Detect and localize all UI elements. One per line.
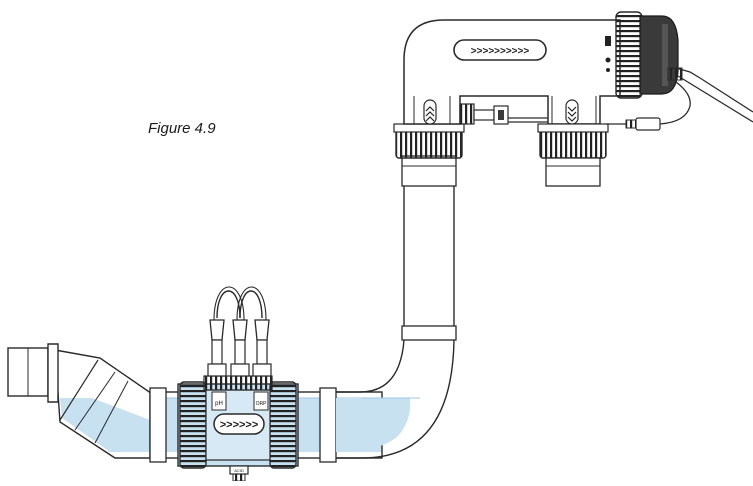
- flow-arrows-icon: >>>>>>: [220, 419, 259, 431]
- riser-elbow: [336, 330, 455, 459]
- figure-caption: Figure 4.9: [148, 120, 216, 137]
- cell-flow-window: [453, 39, 547, 61]
- chlorinator-cell: >>>>>>>>>>: [403, 11, 679, 125]
- sensor-probes: [207, 286, 272, 377]
- vertical-riser-pipe: [393, 123, 465, 341]
- electrode-cap: [639, 15, 679, 95]
- ph-port-label: pH: [215, 401, 223, 407]
- inlet-elbow-pipe: [7, 343, 159, 459]
- orp-port-label: ORP: [256, 401, 268, 407]
- acid-fitting-label: ACID: [234, 468, 244, 473]
- sensor-manifold: >>>>>> pH ORP ACID: [177, 375, 299, 482]
- outlet-union: [537, 123, 609, 187]
- cell-flow-arrows-icon: >>>>>>>>>>: [471, 46, 530, 57]
- power-cables: [606, 67, 753, 131]
- flow-direction-window: [213, 413, 265, 435]
- flow-switch: [459, 103, 548, 125]
